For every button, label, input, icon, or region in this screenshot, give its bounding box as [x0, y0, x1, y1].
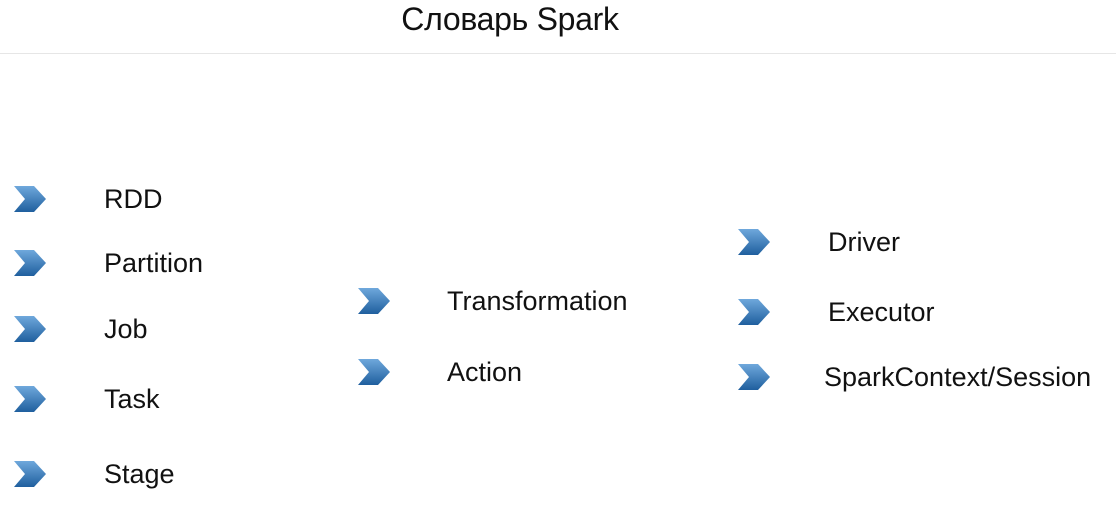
list-item-label: SparkContext/Session — [824, 362, 1092, 392]
title-divider — [0, 53, 1116, 54]
chevron-bullet-icon — [14, 316, 46, 342]
list-item-stage: Stage — [12, 457, 412, 497]
list-item-transformation: Transformation — [356, 284, 756, 324]
chevron-bullet-icon — [14, 186, 46, 212]
list-item-sparkcontext-session: SparkContext/Session — [736, 360, 1116, 400]
list-item-rdd: RDD — [12, 182, 412, 222]
list-item-label: Task — [104, 384, 160, 414]
chevron-bullet-icon — [358, 359, 390, 385]
chevron-bullet-icon — [14, 461, 46, 487]
chevron-bullet-icon — [14, 386, 46, 412]
chevron-bullet-icon — [738, 364, 770, 390]
list-item-label: Partition — [104, 248, 204, 278]
list-item-label: Driver — [828, 227, 900, 257]
list-item-label: Job — [104, 314, 148, 344]
slide-title: Словарь Spark — [401, 1, 619, 37]
list-item-label: Stage — [104, 459, 175, 489]
list-item-task: Task — [12, 382, 412, 422]
chevron-bullet-icon — [14, 250, 46, 276]
list-item-driver: Driver — [736, 225, 1116, 265]
chevron-bullet-icon — [738, 299, 770, 325]
list-item-label: RDD — [104, 184, 163, 214]
list-item-label: Action — [447, 357, 523, 387]
list-item-action: Action — [356, 355, 756, 395]
list-item-executor: Executor — [736, 295, 1116, 335]
list-item-label: Executor — [828, 297, 935, 327]
chevron-bullet-icon — [358, 288, 390, 314]
list-item-partition: Partition — [12, 246, 412, 286]
list-item-label: Transformation — [447, 286, 628, 316]
chevron-bullet-icon — [738, 229, 770, 255]
list-item-job: Job — [12, 312, 412, 352]
